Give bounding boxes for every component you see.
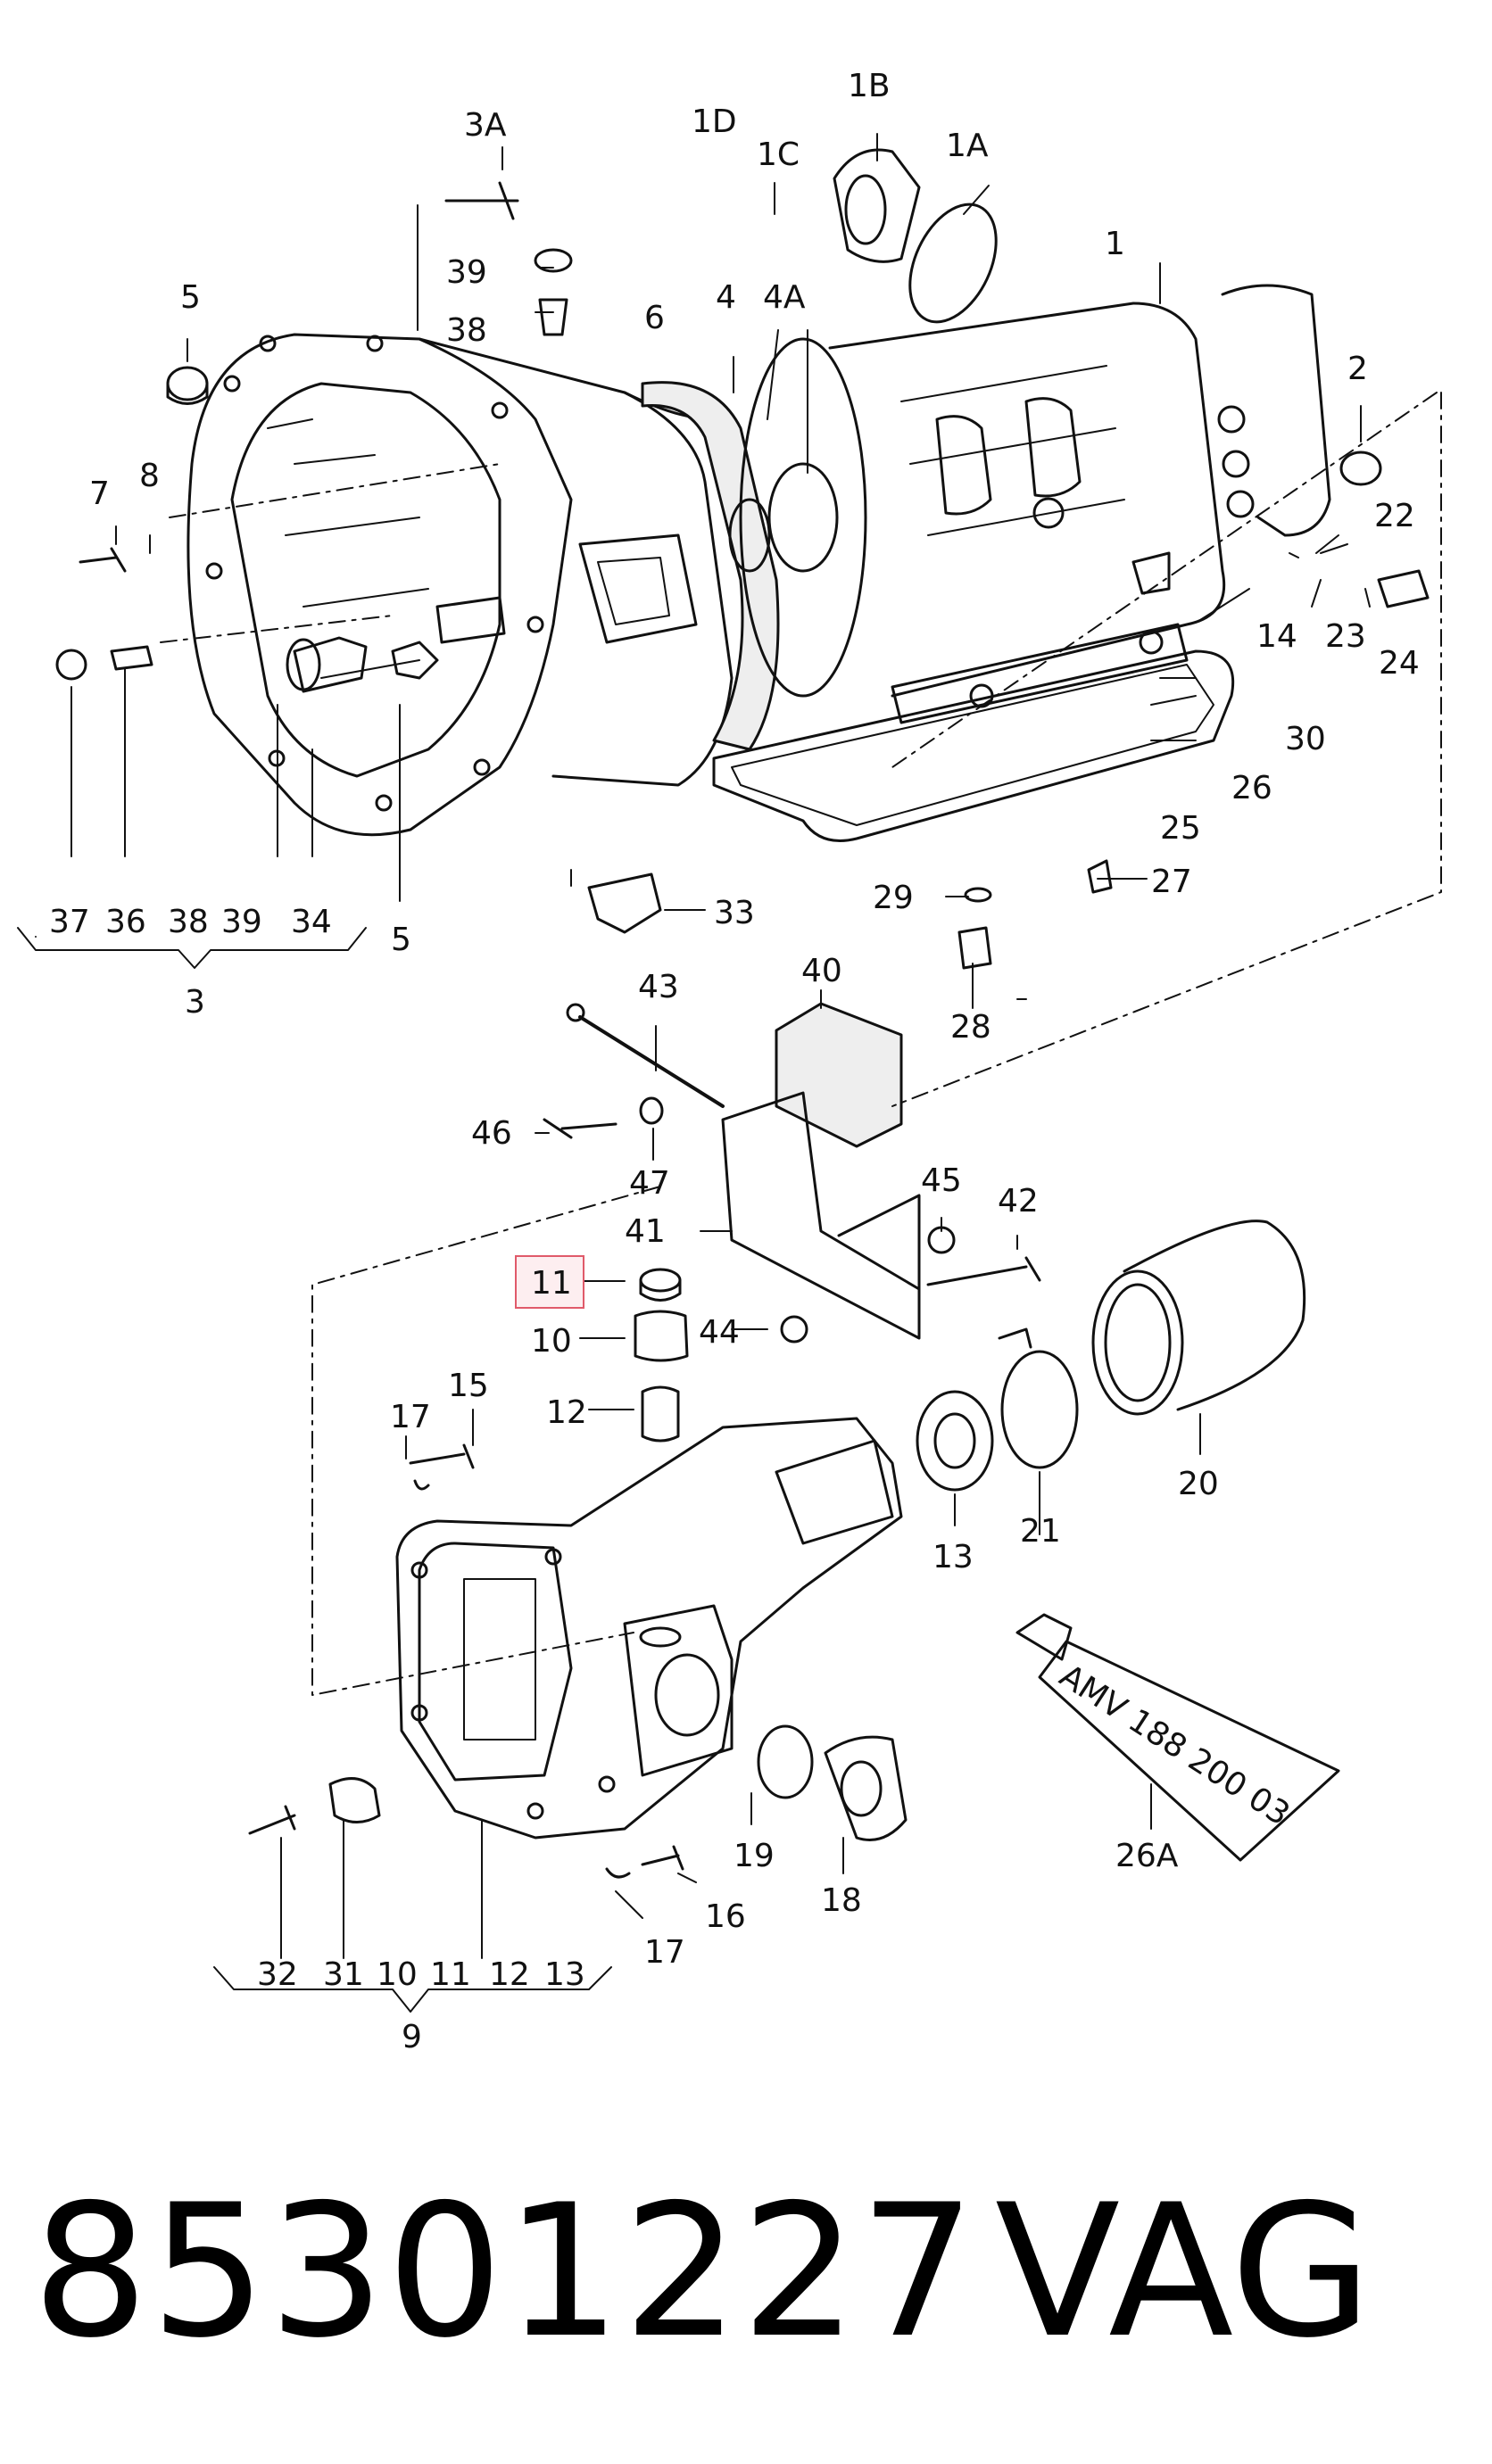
callout-12-group: 12 — [489, 1956, 530, 1993]
brand-name: VAG — [995, 2166, 1372, 2378]
callout-11-group: 11 — [430, 1956, 471, 1993]
callout-25: 25 — [1160, 810, 1201, 847]
callout-10: 10 — [531, 1323, 572, 1360]
callout-2: 2 — [1347, 351, 1368, 387]
callout-5-bottom: 5 — [391, 922, 411, 958]
upper-small-parts — [55, 181, 1430, 970]
callout-29: 29 — [873, 880, 914, 916]
callout-42: 42 — [998, 1183, 1039, 1220]
callout-26: 26 — [1231, 770, 1272, 806]
callout-10-group: 10 — [377, 1956, 418, 1993]
callout-31: 31 — [323, 1956, 364, 1993]
seal-and-boot — [916, 1220, 1306, 1492]
lower-small-parts — [248, 1443, 908, 1879]
callout-40: 40 — [801, 953, 842, 989]
callout-33: 33 — [714, 895, 755, 931]
callout-3: 3 — [185, 984, 205, 1021]
callout-17-top: 17 — [390, 1399, 431, 1435]
bushes — [634, 1268, 689, 1443]
callout-15: 15 — [448, 1368, 489, 1404]
grease-tube — [1015, 1613, 1340, 1862]
pump-flange — [728, 337, 867, 698]
callout-43: 43 — [638, 969, 679, 1005]
callout-20: 20 — [1178, 1466, 1219, 1502]
callout-39-bottom: 39 — [221, 904, 262, 940]
callout-6: 6 — [644, 300, 665, 336]
callout-46: 46 — [471, 1115, 512, 1152]
callout-21: 21 — [1020, 1513, 1061, 1550]
callout-13-group: 13 — [544, 1956, 585, 1993]
callout-13: 13 — [932, 1539, 974, 1575]
callout-23: 23 — [1325, 618, 1366, 655]
callout-8: 8 — [139, 458, 160, 494]
callout-47: 47 — [629, 1165, 670, 1202]
callout-1D: 1D — [692, 103, 737, 140]
callout-1C: 1C — [757, 136, 800, 173]
callout-44: 44 — [699, 1314, 740, 1351]
callout-4A: 4A — [763, 279, 806, 316]
callout-11: 11 — [531, 1265, 572, 1302]
callout-9: 9 — [402, 2019, 422, 2055]
callout-36: 36 — [105, 904, 146, 940]
callout-26A: 26A — [1115, 1838, 1179, 1874]
exploded-parts-diagram: AMV 188 200 03 3A 1D 1B 1C 1A 1 39 38 5 … — [17, 68, 1442, 2055]
callout-labels: 3A 1D 1B 1C 1A 1 39 38 5 6 4 4A 2 7 8 22… — [49, 68, 1420, 2055]
oil-pan — [712, 623, 1235, 842]
callout-14: 14 — [1256, 618, 1297, 655]
callout-1B: 1B — [848, 68, 891, 104]
gasket-6 — [641, 381, 780, 751]
callout-27: 27 — [1151, 864, 1192, 900]
callout-41: 41 — [625, 1213, 666, 1250]
callout-37: 37 — [49, 904, 90, 940]
callout-4: 4 — [716, 279, 736, 316]
callout-1A: 1A — [946, 128, 989, 164]
extension-housing — [395, 1417, 903, 1840]
callout-32: 32 — [257, 1956, 298, 1993]
bracket-assembly — [543, 1002, 1041, 1344]
callout-16: 16 — [705, 1898, 746, 1935]
bell-housing — [186, 333, 573, 837]
tube-label: AMV 188 200 03 — [1053, 1658, 1296, 1833]
callout-1: 1 — [1105, 226, 1125, 262]
callout-18: 18 — [821, 1882, 862, 1919]
callout-22: 22 — [1374, 498, 1415, 534]
callout-39-top: 39 — [446, 254, 487, 291]
callout-45: 45 — [921, 1162, 962, 1199]
gearbox-body — [828, 302, 1255, 698]
highlight-box — [515, 1255, 584, 1309]
end-cover — [833, 148, 1331, 537]
callout-17-bottom: 17 — [644, 1934, 685, 1971]
callout-28: 28 — [950, 1009, 991, 1046]
part-number: 85301227 — [32, 2166, 978, 2378]
callout-24: 24 — [1379, 645, 1420, 682]
callout-30: 30 — [1285, 721, 1326, 757]
callout-12: 12 — [546, 1394, 587, 1431]
callout-38-top: 38 — [446, 312, 487, 349]
callout-3A: 3A — [464, 107, 507, 144]
callout-5-top: 5 — [180, 279, 201, 316]
callout-38-bottom: 38 — [168, 904, 209, 940]
callout-7: 7 — [89, 475, 110, 512]
callout-19: 19 — [734, 1838, 775, 1874]
callout-34: 34 — [291, 904, 332, 940]
